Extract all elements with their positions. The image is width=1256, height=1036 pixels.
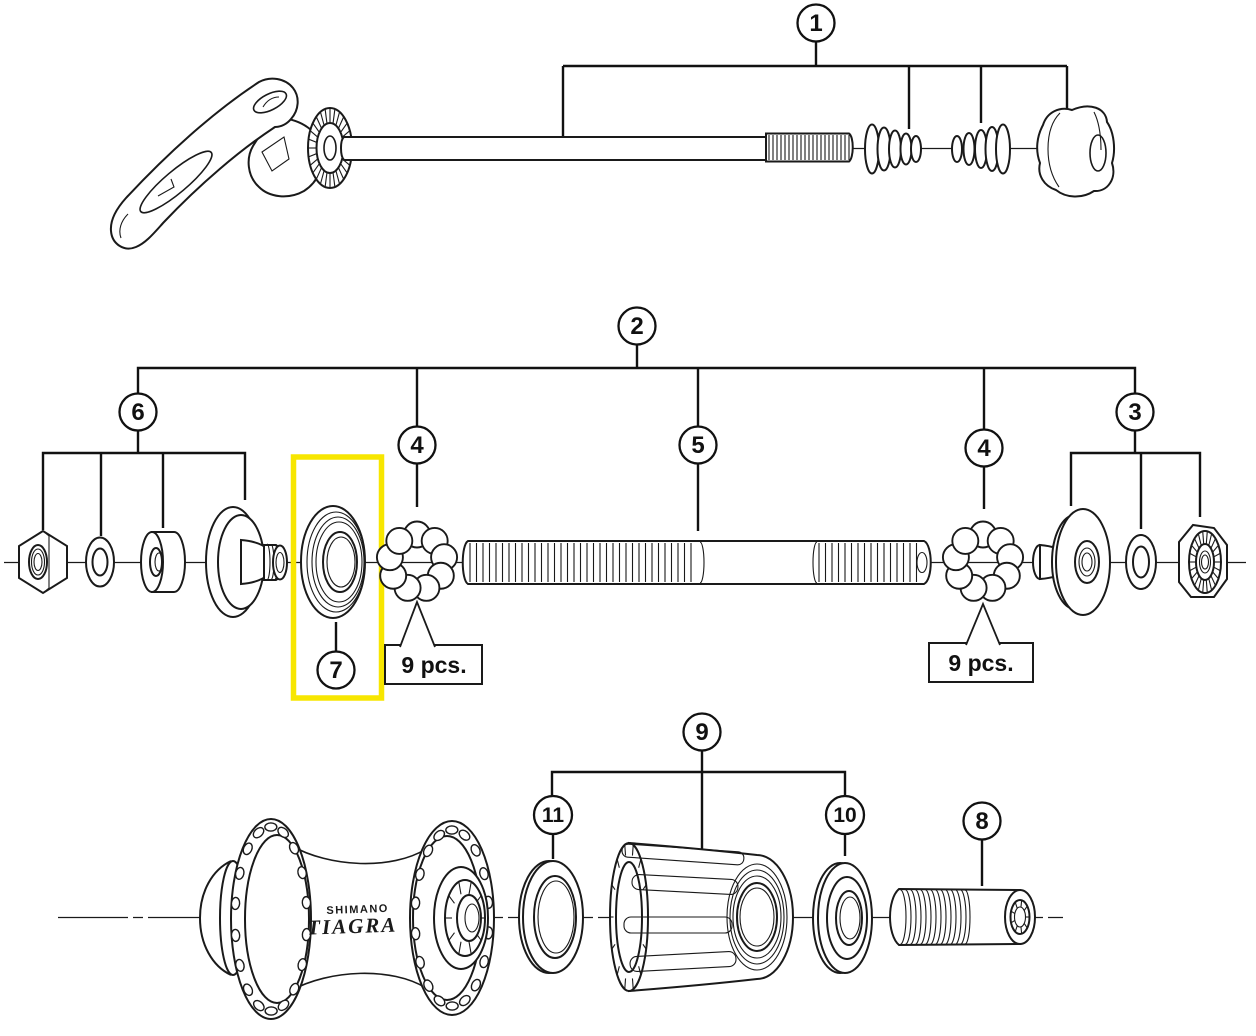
callout-5: 5 (678, 425, 718, 465)
quick-release-skewer-rod (340, 132, 854, 163)
count-flag-right: 9 pcs. (928, 601, 1034, 683)
count-flag-left: 9 pcs. (384, 599, 483, 685)
brand-text: SHIMANO (326, 903, 389, 917)
callout-5-number: 5 (691, 432, 704, 459)
callout-8: 8 (962, 801, 1002, 841)
callout-bracket-1 (561, 41, 1069, 141)
callout-4-right: 4 (964, 428, 1004, 468)
seal-ring-10 (812, 862, 873, 974)
hub-shell: SHIMANO TIAGRA (198, 818, 495, 1020)
right-cone (1032, 508, 1111, 616)
ball-bearing-cluster-right (941, 520, 1025, 602)
callout-bracket-3 (1069, 451, 1202, 529)
callout-7: 7 (316, 650, 356, 690)
callout-1: 1 (796, 3, 836, 43)
callout-3: 3 (1115, 392, 1155, 432)
callout-bracket-2 (136, 344, 1137, 531)
callout-4-right-number: 4 (977, 435, 991, 462)
callout-2-number: 2 (630, 313, 643, 340)
left-cone (205, 506, 288, 618)
skewer-end-nut (1036, 105, 1116, 198)
hub-freehub-assembly: SHIMANO TIAGRA (58, 712, 1063, 1020)
quick-release-lever (109, 77, 324, 250)
freehub-body (609, 841, 794, 993)
left-spacer-ring (140, 531, 186, 593)
hub-axle-part (461, 540, 932, 585)
count-label-left: 9 pcs. (401, 652, 466, 678)
hub-axle-spline-end (433, 866, 489, 970)
callout-1-number: 1 (809, 10, 822, 37)
callout-9: 9 (682, 712, 722, 752)
callout-4-left: 4 (397, 425, 437, 465)
count-label-right: 9 pcs. (948, 650, 1013, 676)
callout-4-left-number: 4 (410, 432, 424, 459)
callout-2: 2 (617, 306, 657, 346)
skewer-spring-right (951, 123, 1011, 175)
left-lock-nut (18, 529, 68, 595)
quick-release-assembly: 1 (109, 3, 1116, 250)
callout-8-number: 8 (975, 808, 988, 835)
callout-3-number: 3 (1128, 399, 1141, 426)
callout-10-number: 10 (833, 804, 856, 827)
callout-bracket-6 (41, 451, 247, 536)
seal-washer-11 (518, 860, 584, 974)
callout-9-number: 9 (695, 719, 708, 746)
right-flange-nut (1178, 523, 1228, 598)
model-text: TIAGRA (307, 913, 398, 940)
skewer-spring-left (864, 123, 922, 175)
hub-branding: SHIMANO TIAGRA (307, 903, 398, 940)
callout-bracket-9 (550, 750, 847, 859)
callout-6: 6 (118, 392, 158, 432)
callout-7-number: 7 (329, 657, 342, 684)
callout-11-number: 11 (542, 804, 565, 827)
right-washer (1125, 534, 1157, 590)
dust-cap-part (300, 505, 366, 619)
callout-11: 11 (532, 794, 574, 836)
ball-bearing-cluster-left (375, 520, 459, 602)
callout-10: 10 (824, 794, 866, 836)
left-washer (85, 536, 115, 588)
fixing-bolt-8 (888, 887, 1036, 947)
hub-axle-assembly: 9 pcs. 9 pcs. 2 6 4 5 4 3 (4, 306, 1246, 701)
callout-6-number: 6 (131, 399, 144, 426)
